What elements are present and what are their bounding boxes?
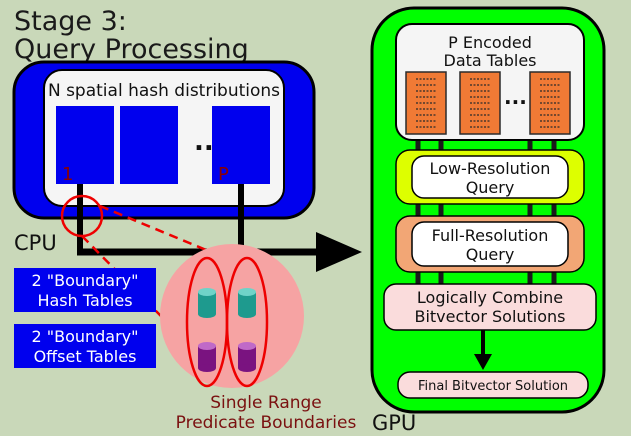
hash-table-cylinder-2 <box>238 288 256 318</box>
combine-bitvectors-line2: Bitvector Solutions <box>414 307 565 326</box>
boundary-caption-line2: Predicate Boundaries <box>176 413 357 433</box>
full-res-query-line1: Full-Resolution <box>432 226 549 245</box>
cpu-to-gpu-arrowhead <box>316 232 362 272</box>
low-res-query-line2: Query <box>466 178 515 197</box>
hash-distribution-2 <box>120 106 178 184</box>
full-res-query-line2: Query <box>466 245 515 264</box>
offset-tables-label: 2 "Boundary" Offset Tables <box>14 324 156 368</box>
svg-text:Hash Tables: Hash Tables <box>37 291 132 310</box>
gpu-block: P Encoded Data Tables ... Low-Resolution… <box>370 6 606 414</box>
gpu-label: GPU <box>372 411 416 435</box>
hash-tables-label: 2 "Boundary" Hash Tables <box>14 268 156 312</box>
combine-bitvectors-line1: Logically Combine <box>417 288 563 307</box>
stage-subtitle: Query Processing <box>14 34 249 65</box>
stage-title: Stage 3: <box>14 6 127 37</box>
encoded-tables-title-line1: P Encoded <box>448 33 532 52</box>
hash-distribution-1 <box>56 106 114 184</box>
full-res-query-box <box>411 221 569 267</box>
svg-text:Offset Tables: Offset Tables <box>34 347 137 366</box>
final-solution-label: Final Bitvector Solution <box>418 379 568 394</box>
hash-index-first: 1 <box>62 164 73 185</box>
hash-index-last: P <box>218 164 229 185</box>
hash-table-cylinder-1 <box>198 288 216 318</box>
combine-bitvectors-box <box>383 283 597 331</box>
boundary-caption-line1: Single Range <box>210 393 322 413</box>
encoded-table-p <box>529 71 571 135</box>
cpu-block: N spatial hash distributions ... 1 P <box>12 60 316 220</box>
encoded-table-1 <box>405 71 447 135</box>
final-solution-box <box>397 371 589 399</box>
hash-distribution-p <box>212 106 270 184</box>
svg-text:2 "Boundary": 2 "Boundary" <box>31 327 138 346</box>
boundary-zoom <box>160 244 304 388</box>
svg-text:2 "Boundary": 2 "Boundary" <box>31 271 138 290</box>
low-res-query-line1: Low-Resolution <box>430 159 551 178</box>
encoded-tables-title-line2: Data Tables <box>444 51 537 70</box>
offset-table-cylinder-1 <box>198 342 216 372</box>
combine-to-final-arrowhead <box>474 354 492 370</box>
cpu-label: CPU <box>14 231 57 255</box>
hash-distributions-title: N spatial hash distributions <box>48 81 280 101</box>
boundary-zoom-disc <box>160 244 304 388</box>
encoded-tables-ellipsis: ... <box>504 85 527 109</box>
boundary-ellipse-right <box>225 256 269 388</box>
low-res-query-box <box>411 155 569 199</box>
encoded-table-2 <box>459 71 501 135</box>
offset-table-cylinder-2 <box>238 342 256 372</box>
